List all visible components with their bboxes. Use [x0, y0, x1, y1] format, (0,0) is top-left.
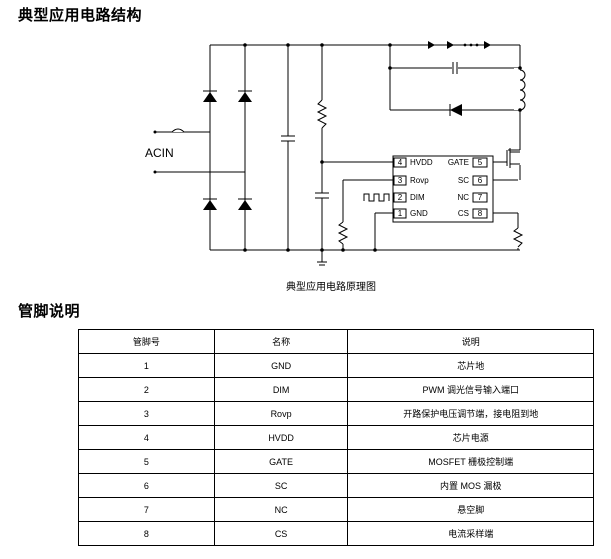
pin-description: MOSFET 栅极控制端: [347, 449, 594, 474]
pin-7-name: NC: [457, 193, 469, 202]
pin-name: SC: [213, 473, 349, 498]
pin-number: 8: [78, 521, 215, 546]
section-title-circuit: 典型应用电路结构: [18, 6, 143, 24]
pin-name: GND: [213, 353, 349, 378]
pin-number: 1: [78, 353, 215, 378]
pin-2-name: DIM: [410, 193, 425, 202]
table-row: 1 GND 芯片地: [78, 353, 594, 378]
table-header-row: 管脚号 名称 说明: [78, 329, 594, 354]
pin-name: CS: [213, 521, 349, 546]
schematic-caption: 典型应用电路原理图: [286, 282, 376, 293]
pin-number: 6: [78, 473, 215, 498]
table-row: 7 NC 悬空脚: [78, 497, 594, 522]
circuit-schematic: 4 3 2 1 HVDD Rovp DIM GND 5 6 7 8 GATE S…: [145, 41, 526, 266]
pin-name: Rovp: [213, 401, 349, 426]
header-pin-number: 管脚号: [78, 329, 215, 354]
pin-1-num: 1: [398, 209, 403, 218]
pin-description: 开路保护电压调节端，接电阻到地: [347, 401, 594, 426]
acin-label: ACIN: [145, 146, 174, 160]
pin-name: DIM: [213, 377, 349, 402]
pin-name: HVDD: [213, 425, 349, 450]
pin-description: 内置 MOS 漏极: [347, 473, 594, 498]
pin-4-num: 4: [398, 158, 403, 167]
pin-name: GATE: [213, 449, 349, 474]
pin-name: NC: [213, 497, 349, 522]
header-name: 名称: [213, 329, 349, 354]
table-row: 3 Rovp 开路保护电压调节端，接电阻到地: [78, 401, 594, 426]
pin-5-num: 5: [478, 158, 483, 167]
pin-description: PWM 调光信号输入端口: [347, 377, 594, 402]
pin-description: 悬空脚: [347, 497, 594, 522]
section-title-pins: 管脚说明: [18, 302, 81, 320]
pin-7-num: 7: [478, 193, 483, 202]
pin-number: 4: [78, 425, 215, 450]
pin-6-num: 6: [478, 176, 483, 185]
pin-description: 芯片地: [347, 353, 594, 378]
pin-5-name: GATE: [448, 158, 469, 167]
pin-description: 芯片电源: [347, 425, 594, 450]
pin-1-name: GND: [410, 209, 428, 218]
table-row: 5 GATE MOSFET 栅极控制端: [78, 449, 594, 474]
table-row: 8 CS 电流采样端: [78, 521, 594, 546]
pin-3-name: Rovp: [410, 176, 429, 185]
pin-description: 电流采样端: [347, 521, 594, 546]
pin-number: 5: [78, 449, 215, 474]
pin-8-num: 8: [478, 209, 483, 218]
pin-6-name: SC: [458, 176, 469, 185]
pin-4-name: HVDD: [410, 158, 433, 167]
table-row: 6 SC 内置 MOS 漏极: [78, 473, 594, 498]
table-row: 4 HVDD 芯片电源: [78, 425, 594, 450]
pin-2-num: 2: [398, 193, 403, 202]
table-row: 2 DIM PWM 调光信号输入端口: [78, 377, 594, 402]
pin-3-num: 3: [398, 176, 403, 185]
header-description: 说明: [347, 329, 594, 354]
pin-number: 3: [78, 401, 215, 426]
pin-table: 管脚号 名称 说明 1 GND 芯片地 2 DIM PWM 调光信号输入端口 3…: [78, 329, 594, 546]
pin-number: 7: [78, 497, 215, 522]
pin-8-name: CS: [458, 209, 469, 218]
pin-number: 2: [78, 377, 215, 402]
